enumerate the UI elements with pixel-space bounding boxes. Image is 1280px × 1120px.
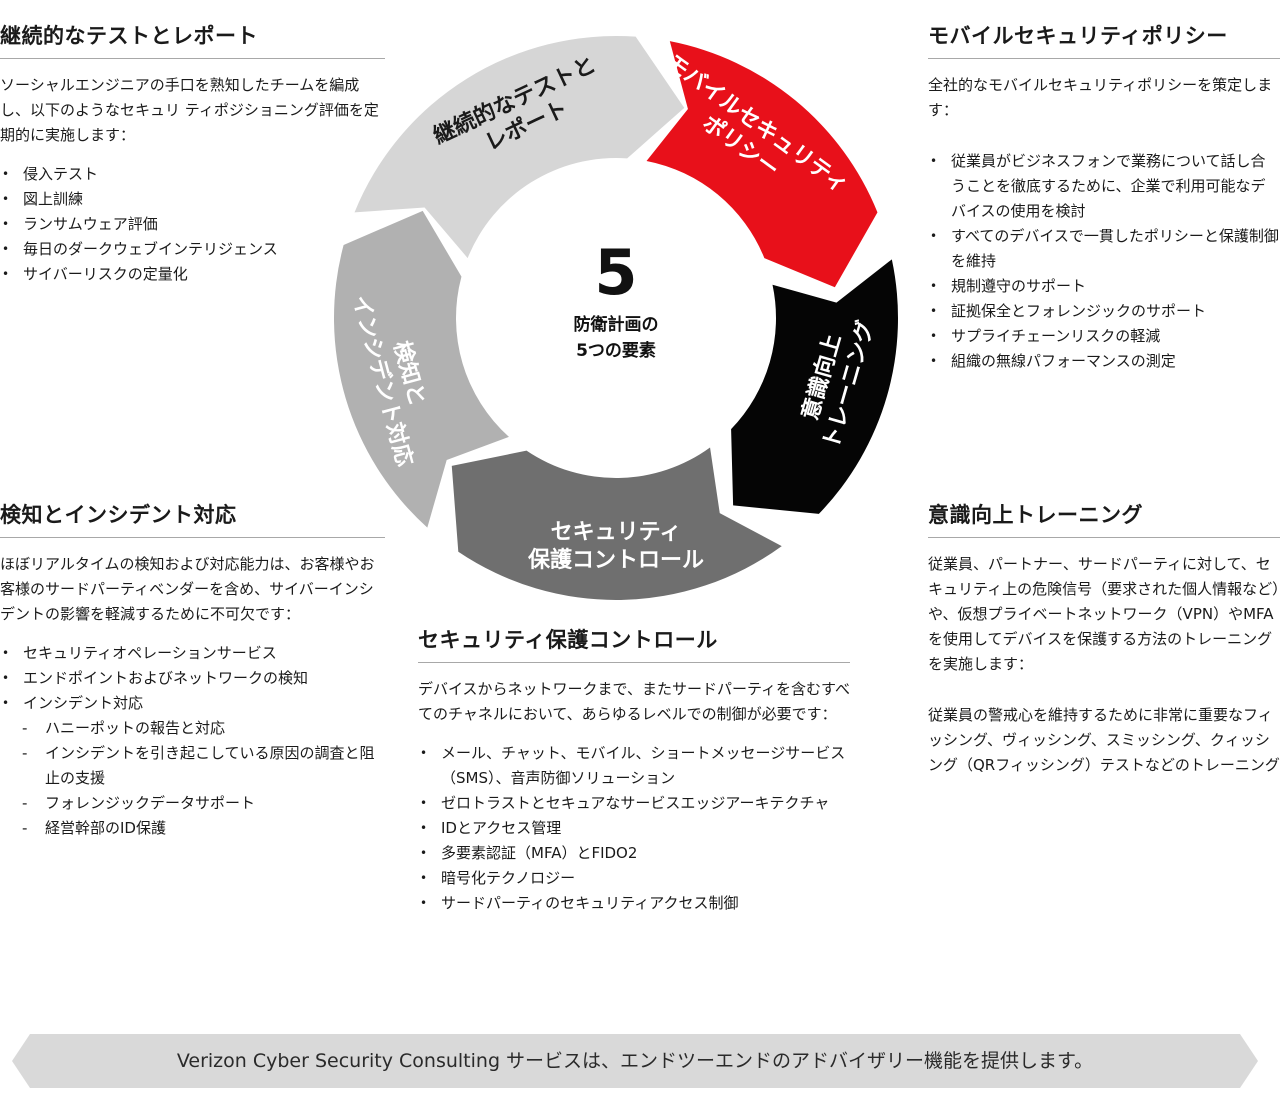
list-item: インシデント対応 — [0, 691, 385, 716]
defense-cycle-diagram: 継続的なテストとレポートモバイルセキュリティポリシー意識向上トレーニングセキュリ… — [334, 36, 898, 600]
center-number: 5 — [594, 236, 637, 309]
list-item: 毎日のダークウェブインテリジェンス — [0, 237, 385, 262]
panel-intro: 従業員、パートナー、サードパーティに対して、セキュリティ上の危険信号（要求された… — [928, 555, 1280, 673]
panel-title: 意識向上トレーニング — [928, 499, 1280, 538]
list-item: ランサムウェア評価 — [0, 212, 385, 237]
panel-detection-incident-response: 検知とインシデント対応 ほぼリアルタイムの検知および対応能力は、お客様やお客様の… — [0, 499, 385, 841]
segment-label-line: 保護コントロール — [527, 547, 704, 573]
footer-text: Verizon Cyber Security Consulting サービスは、… — [176, 1050, 1094, 1072]
bullet-list: 侵入テスト 図上訓練 ランサムウェア評価 毎日のダークウェブインテリジェンス サ… — [0, 162, 385, 287]
list-item: 暗号化テクノロジー — [418, 866, 850, 891]
sub-list-item: インシデントを引き起こしている原因の調査と阻止の支援 — [0, 741, 385, 791]
list-item: 証拠保全とフォレンジックのサポート — [928, 299, 1280, 324]
bullet-list: メール、チャット、モバイル、ショートメッセージサービス（SMS）、音声防御ソリュ… — [418, 741, 850, 916]
panel-intro: ソーシャルエンジニアの手口を熟知したチームを編成し、以下のようなセキュリ ティポ… — [0, 76, 379, 144]
list-item: すべてのデバイスで一貫したポリシーと保護制御を維持 — [928, 224, 1280, 274]
list-item: 図上訓練 — [0, 187, 385, 212]
panel-mobile-security-policy: モバイルセキュリティポリシー 全社的なモバイルセキュリティポリシーを策定します：… — [928, 20, 1280, 374]
panel-title: セキュリティ保護コントロール — [418, 624, 850, 663]
list-item: メール、チャット、モバイル、ショートメッセージサービス（SMS）、音声防御ソリュ… — [418, 741, 850, 791]
panel-security-controls: セキュリティ保護コントロール デバイスからネットワークまで、またサードパーティを… — [418, 624, 850, 916]
panel-continuous-testing: 継続的なテストとレポート ソーシャルエンジニアの手口を熟知したチームを編成し、以… — [0, 20, 385, 287]
list-item: サードパーティのセキュリティアクセス制御 — [418, 891, 850, 916]
cycle-segment-detection — [334, 210, 509, 528]
bullet-list: 従業員がビジネスフォンで業務について話し合うことを徹底するために、企業で利用可能… — [928, 149, 1280, 374]
footer-banner-shape — [12, 1034, 1258, 1088]
list-item: サプライチェーンリスクの軽減 — [928, 324, 1280, 349]
list-item: 多要素認証（MFA）とFIDO2 — [418, 841, 850, 866]
list-item: エンドポイントおよびネットワークの検知 — [0, 666, 385, 691]
list-item: セキュリティオペレーションサービス — [0, 641, 385, 666]
panel-intro: ほぼリアルタイムの検知および対応能力は、お客様やお客様のサードパーティベンダーを… — [0, 555, 375, 623]
list-item: 侵入テスト — [0, 162, 385, 187]
sub-list-item: フォレンジックデータサポート — [0, 791, 385, 816]
sub-list-item: ハニーポットの報告と対応 — [0, 716, 385, 741]
list-item: 規制遵守のサポート — [928, 274, 1280, 299]
center-label-line2: 5つの要素 — [576, 341, 656, 361]
list-item: IDとアクセス管理 — [418, 816, 850, 841]
panel-title: モバイルセキュリティポリシー — [928, 20, 1280, 59]
cycle-segment-controls — [451, 447, 782, 600]
center-label-line1: 防衛計画の — [574, 314, 659, 335]
panel-intro: 全社的なモバイルセキュリティポリシーを策定します： — [928, 76, 1273, 119]
sub-list-item: 経営幹部のID保護 — [0, 816, 385, 841]
cycle-segment-mobile — [646, 41, 878, 288]
cycle-segment-testing — [354, 36, 685, 259]
list-item: 組織の無線パフォーマンスの測定 — [928, 349, 1280, 374]
list-item: ゼロトラストとセキュアなサービスエッジアーキテクチャ — [418, 791, 850, 816]
panel-body: 従業員の警戒心を維持するために非常に重要なフィッシング、ヴィッシング、スミッシン… — [928, 706, 1280, 774]
panel-awareness-training: 意識向上トレーニング 従業員、パートナー、サードパーティに対して、セキュリティ上… — [928, 499, 1280, 778]
list-item: 従業員がビジネスフォンで業務について話し合うことを徹底するために、企業で利用可能… — [928, 149, 1280, 224]
panel-intro: デバイスからネットワークまで、またサードパーティを含むすべてのチャネルにおいて、… — [418, 680, 851, 723]
footer-banner-fill — [12, 1034, 1258, 1088]
bullet-list: セキュリティオペレーションサービス エンドポイントおよびネットワークの検知 イン… — [0, 641, 385, 841]
segment-label-controls: セキュリティ保護コントロール — [527, 520, 704, 573]
cycle-segments — [334, 36, 898, 600]
segment-label-line: セキュリティ — [551, 520, 682, 545]
panel-title: 継続的なテストとレポート — [0, 20, 385, 59]
cycle-segment-awareness — [731, 259, 898, 514]
panel-title: 検知とインシデント対応 — [0, 499, 385, 538]
list-item: サイバーリスクの定量化 — [0, 262, 385, 287]
